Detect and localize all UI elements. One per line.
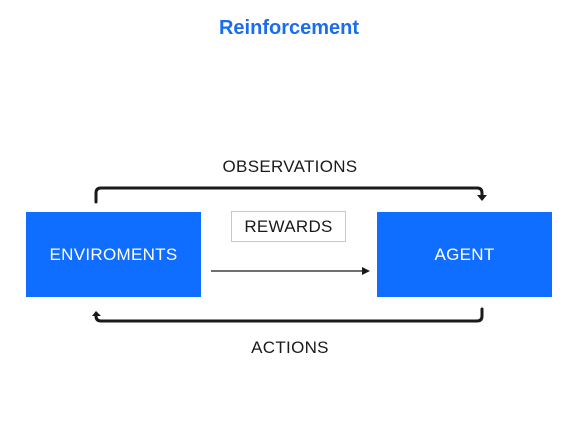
observations-arrowhead: [477, 195, 487, 201]
observations-label: OBSERVATIONS: [222, 157, 358, 176]
observations-bracket: [94, 186, 484, 204]
rewards-label-box: REWARDS: [231, 211, 346, 242]
actions-label: ACTIONS: [251, 338, 329, 357]
environment-label: ENVIROMENTS: [49, 244, 178, 264]
agent-box: AGENT: [377, 212, 552, 297]
actions-arrowhead: [92, 311, 101, 316]
agent-label: AGENT: [434, 244, 495, 264]
reward-arrowhead: [362, 267, 370, 275]
actions-bracket: [94, 307, 484, 323]
rewards-label: REWARDS: [244, 216, 333, 236]
environment-box: ENVIROMENTS: [26, 212, 201, 297]
diagram-title: Reinforcement: [218, 17, 360, 39]
